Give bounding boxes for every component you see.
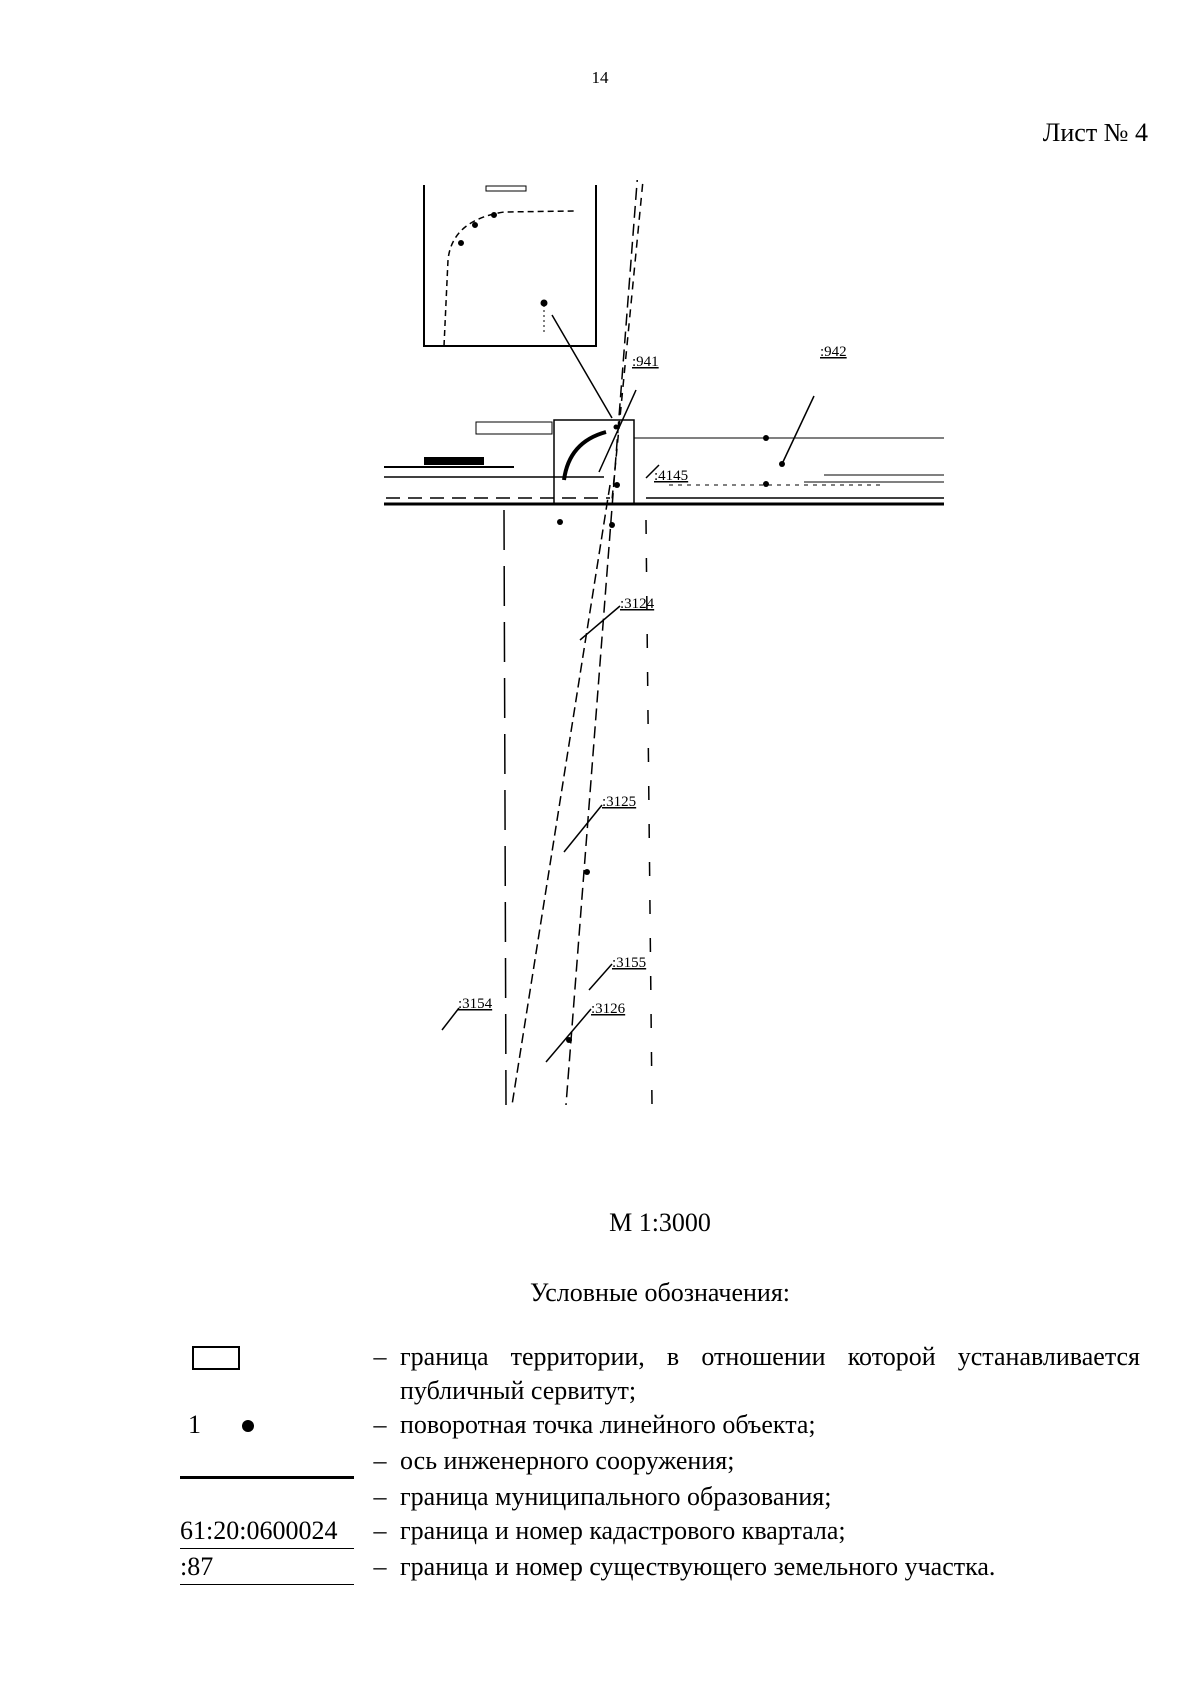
territory-boundary-symbol — [192, 1346, 240, 1370]
legend-title: Условные обозначения: — [529, 1278, 791, 1307]
map-drawing: :941 :942 :4145 :3124 :3125 :3155 :3154 … — [384, 180, 944, 1106]
quarter-label-4145: :4145 — [654, 468, 688, 484]
map-scale: М 1:3000 — [609, 1208, 711, 1237]
legend-text: граница и номер существующего земельного… — [400, 1552, 996, 1581]
legend-text: ось инженерного сооружения; — [400, 1446, 735, 1475]
plot-label-3125: :3125 — [602, 794, 636, 810]
label-leaders — [441, 464, 660, 1063]
legend-text: граница территории, в отношении которой … — [400, 1342, 1140, 1405]
cadastral-quarter-symbol: 61:20:0600024 — [180, 1514, 354, 1549]
legend-row-axis: – ось инженерного сооружения; — [180, 1444, 1140, 1480]
territory-lines — [384, 180, 944, 1106]
legend-row-land-plot: :87 – граница и номер существующего земе… — [180, 1550, 1140, 1586]
inset-frame — [423, 185, 597, 347]
legend-row-territory: – граница территории, в отношении которо… — [180, 1340, 1140, 1408]
plot-label-3154: :3154 — [458, 996, 493, 1012]
legend: – граница территории, в отношении которо… — [180, 1340, 1140, 1586]
land-plot-symbol: :87 — [180, 1550, 354, 1585]
sheet-label: Лист № 4 — [1042, 118, 1148, 147]
legend-row-cadastral-quarter: 61:20:0600024 – граница и номер кадастро… — [180, 1514, 1140, 1550]
plot-label-942: :942 — [820, 344, 847, 360]
cadastral-map: :941 :942 :4145 :3124 :3125 :3155 :3154 … — [384, 180, 944, 1210]
detail-box — [553, 419, 635, 505]
point-number: 1 — [188, 1410, 201, 1439]
legend-text: поворотная точка линейного объекта; — [400, 1410, 816, 1439]
plot-label-3155: :3155 — [612, 955, 646, 971]
legend-text: граница муниципального образования; — [400, 1482, 832, 1511]
plot-label-941: :941 — [632, 354, 659, 370]
legend-row-municipal: – граница муниципального образования; — [180, 1476, 1140, 1514]
legend-text: граница и номер кадастрового квартала; — [400, 1516, 846, 1545]
inset-leader — [551, 314, 613, 419]
municipal-boundary-symbol — [180, 1476, 354, 1479]
plot-label-3126: :3126 — [591, 1001, 626, 1017]
turning-point-symbol — [242, 1420, 254, 1432]
plot-label-3124: :3124 — [620, 596, 655, 612]
page-number: 14 — [591, 68, 609, 87]
legend-row-turning-point: 1 – поворотная точка линейного объекта; — [180, 1408, 1140, 1444]
